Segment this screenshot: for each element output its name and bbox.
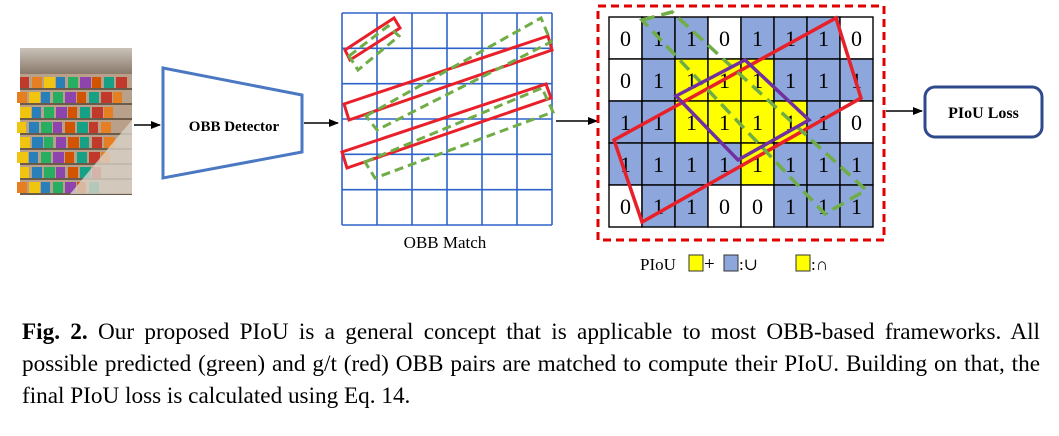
pixel-cell bbox=[707, 142, 742, 186]
pred-box-1 bbox=[346, 24, 402, 73]
pixel-cell bbox=[674, 184, 709, 228]
pixel-cell-value: 0 bbox=[719, 26, 730, 51]
obb-detector-block: OBB Detector bbox=[161, 66, 304, 180]
pixel-cell-value: 1 bbox=[653, 110, 664, 135]
pixel-cell bbox=[608, 16, 643, 60]
pixel-cell-value: 1 bbox=[752, 110, 763, 135]
gt-box-3 bbox=[340, 82, 553, 170]
pixel-cell-value: 1 bbox=[851, 194, 862, 219]
figure-caption: Fig. 2. Our proposed PIoU is a general c… bbox=[22, 316, 1040, 412]
legend-plus: + bbox=[704, 254, 715, 275]
pixel-cell-value: 0 bbox=[620, 26, 631, 51]
pixel-cell-value: 1 bbox=[686, 110, 697, 135]
pixel-cell-value: 1 bbox=[752, 152, 763, 177]
pixel-cell bbox=[839, 142, 874, 186]
obb-detector-label: OBB Detector bbox=[189, 119, 280, 135]
piou-loss-label: PIoU Loss bbox=[948, 105, 1019, 122]
pixel-cell-value: 1 bbox=[686, 68, 697, 93]
legend-yellow-swatch-1 bbox=[688, 254, 704, 272]
pixel-cell-value: 0 bbox=[719, 194, 730, 219]
gt-obb bbox=[611, 15, 864, 225]
pixel-cell-value: 1 bbox=[620, 152, 631, 177]
pixel-cell-value: 0 bbox=[851, 26, 862, 51]
legend-union-label: :∪ bbox=[739, 255, 758, 274]
pixel-cell bbox=[674, 142, 709, 186]
pixel-cell-value: 1 bbox=[818, 152, 829, 177]
caption-text: Our proposed PIoU is a general concept t… bbox=[22, 319, 1040, 409]
pixel-cell-value: 1 bbox=[785, 68, 796, 93]
pred-box-3 bbox=[362, 86, 556, 180]
pixel-cell-value: 0 bbox=[752, 194, 763, 219]
gt-box-2 bbox=[342, 34, 554, 122]
pixel-cell-value: 1 bbox=[719, 110, 730, 135]
pixel-cell-value: 1 bbox=[818, 194, 829, 219]
pixel-cell bbox=[740, 184, 775, 228]
caption-fig-label: Fig. 2. bbox=[22, 319, 88, 345]
pixel-cell-value: 1 bbox=[818, 68, 829, 93]
pixel-cell bbox=[740, 100, 775, 144]
pixel-cell-value: 1 bbox=[818, 110, 829, 135]
pixel-cell-value: 0 bbox=[851, 110, 862, 135]
pixel-cell-value: 1 bbox=[686, 152, 697, 177]
pixel-cell-value: 1 bbox=[653, 68, 664, 93]
pixel-cell-value: 0 bbox=[620, 68, 631, 93]
pixel-cell-value: 1 bbox=[752, 68, 763, 93]
pixel-cell-value: 1 bbox=[719, 152, 730, 177]
pixel-cell-value: 1 bbox=[818, 26, 829, 51]
piou-loss-box: PIoU Loss bbox=[923, 85, 1044, 139]
pixel-cell-value: 1 bbox=[785, 152, 796, 177]
pixel-cell-value: 1 bbox=[653, 152, 664, 177]
pixel-cell-value: 1 bbox=[851, 152, 862, 177]
legend-yellow-swatch-2 bbox=[795, 254, 811, 272]
pixel-cell-value: 0 bbox=[620, 194, 631, 219]
pixel-cell-value: 1 bbox=[686, 194, 697, 219]
pixel-cell bbox=[806, 184, 841, 228]
legend-intersection-label: :∩ bbox=[811, 255, 828, 274]
pixel-cell-value: 1 bbox=[653, 194, 664, 219]
pixel-cell-value: 1 bbox=[785, 194, 796, 219]
pixel-cell bbox=[608, 58, 643, 102]
pixel-cell-value: 1 bbox=[620, 110, 631, 135]
pixel-cell-value: 1 bbox=[686, 26, 697, 51]
pixel-cell-value: 1 bbox=[785, 26, 796, 51]
piou-dashed-frame bbox=[596, 4, 886, 242]
obb-match-label: OBB Match bbox=[404, 233, 487, 252]
pred-box-2 bbox=[363, 15, 553, 132]
legend-prefix: PIoU bbox=[640, 255, 676, 274]
intersection-region bbox=[673, 57, 812, 163]
obb-match-grid: OBB Match bbox=[340, 12, 556, 252]
pixel-cell-value: 1 bbox=[785, 110, 796, 135]
pred-obb bbox=[638, 10, 869, 217]
supermarket-photo bbox=[17, 48, 132, 195]
piou-legend: PIoU + :∪ :∩ bbox=[640, 254, 828, 275]
pixel-cell-value: 1 bbox=[752, 26, 763, 51]
legend-blue-swatch bbox=[723, 254, 739, 272]
